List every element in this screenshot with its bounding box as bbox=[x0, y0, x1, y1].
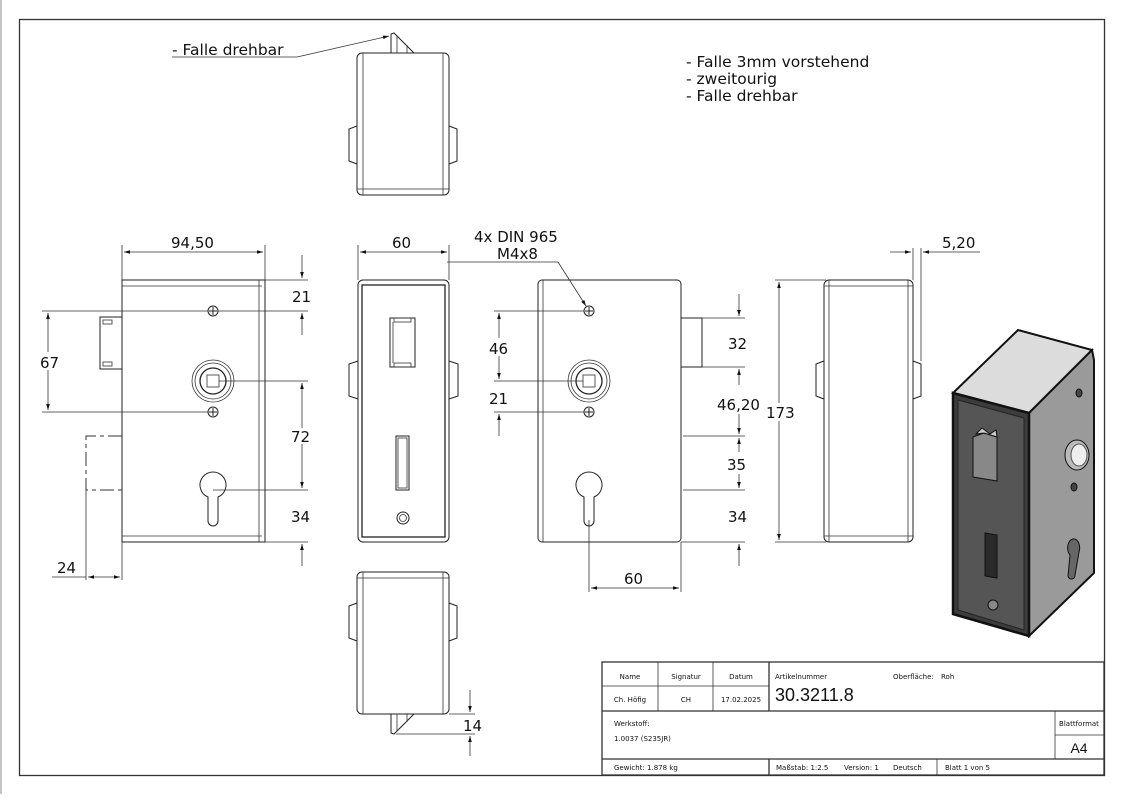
feature-note-1: - Falle 3mm vorstehend bbox=[686, 53, 869, 71]
tb-article-number: 30.3211.8 bbox=[775, 685, 854, 705]
tb-value-name: Ch. Höfig bbox=[614, 696, 646, 704]
dim-total-173: 173 bbox=[766, 404, 795, 422]
dim-5-20: 5,20 bbox=[942, 234, 975, 252]
tb-article-label: Artikelnummer bbox=[775, 673, 827, 681]
tb-scale: Maßstab: 1:2.5 bbox=[776, 764, 828, 772]
dim-bottom-34: 34 bbox=[291, 508, 310, 526]
top-view: - Falle drehbar bbox=[172, 32, 458, 196]
dim-21-right: 21 bbox=[489, 390, 508, 408]
latch-rotatable-callout: - Falle drehbar bbox=[172, 41, 284, 59]
dim-72: 72 bbox=[291, 428, 310, 446]
tb-material-label: Werkstoff: bbox=[614, 720, 650, 728]
title-block: Name Signatur Datum Ch. Höfig CH 17.02.2… bbox=[601, 661, 1105, 776]
tb-weight: Gewicht: 1.878 kg bbox=[614, 764, 678, 772]
side-view: 5,20 bbox=[815, 234, 980, 543]
dim-14: 14 bbox=[463, 717, 482, 735]
dim-front-width-60: 60 bbox=[392, 234, 411, 252]
tb-sheet-format-label: Blattformat bbox=[1059, 720, 1099, 728]
dim-backset-60: 60 bbox=[624, 570, 643, 588]
dim-34-right: 34 bbox=[728, 508, 747, 526]
tb-header-name: Name bbox=[620, 673, 641, 681]
dim-35: 35 bbox=[727, 456, 746, 474]
screw-spec-callout-line1: 4x DIN 965 bbox=[474, 228, 558, 246]
tb-value-signature: CH bbox=[681, 696, 691, 704]
feature-notes: - Falle 3mm vorstehend - zweitourig - Fa… bbox=[686, 53, 869, 105]
drawing-frame bbox=[18, 18, 1106, 777]
dim-top-21: 21 bbox=[292, 288, 311, 306]
tb-version: Version: 1 bbox=[844, 764, 879, 772]
dim-width-94-50: 94,50 bbox=[171, 234, 214, 252]
tb-language: Deutsch bbox=[893, 764, 922, 772]
dim-46-20: 46,20 bbox=[717, 396, 760, 414]
front-view: 60 bbox=[348, 234, 459, 543]
bottom-view: 14 bbox=[348, 571, 482, 756]
isometric-view bbox=[951, 328, 1095, 639]
tb-sheet-format: A4 bbox=[1070, 740, 1087, 756]
tb-sheet-number: Blatt 1 von 5 bbox=[945, 764, 990, 772]
tb-surface-value: Roh bbox=[941, 673, 954, 681]
tb-header-date: Datum bbox=[729, 673, 753, 681]
tb-value-date: 17.02.2025 bbox=[721, 696, 761, 704]
tb-material-value: 1.0037 (S235JR) bbox=[614, 735, 671, 743]
screw-spec-callout-line2: M4x8 bbox=[497, 245, 538, 263]
dim-46: 46 bbox=[489, 340, 508, 358]
feature-note-3: - Falle drehbar bbox=[686, 87, 798, 105]
right-view: 4x DIN 965 M4x8 46 21 32 46,20 35 34 60 bbox=[447, 228, 826, 592]
tb-surface-label: Oberfläche: bbox=[893, 673, 934, 681]
feature-note-2: - zweitourig bbox=[686, 70, 777, 88]
dim-67: 67 bbox=[40, 354, 59, 372]
dim-32: 32 bbox=[728, 335, 747, 353]
left-view: 94,50 21 72 34 67 24 bbox=[34, 234, 316, 580]
dim-24: 24 bbox=[57, 559, 76, 577]
tb-header-signature: Signatur bbox=[671, 673, 701, 681]
